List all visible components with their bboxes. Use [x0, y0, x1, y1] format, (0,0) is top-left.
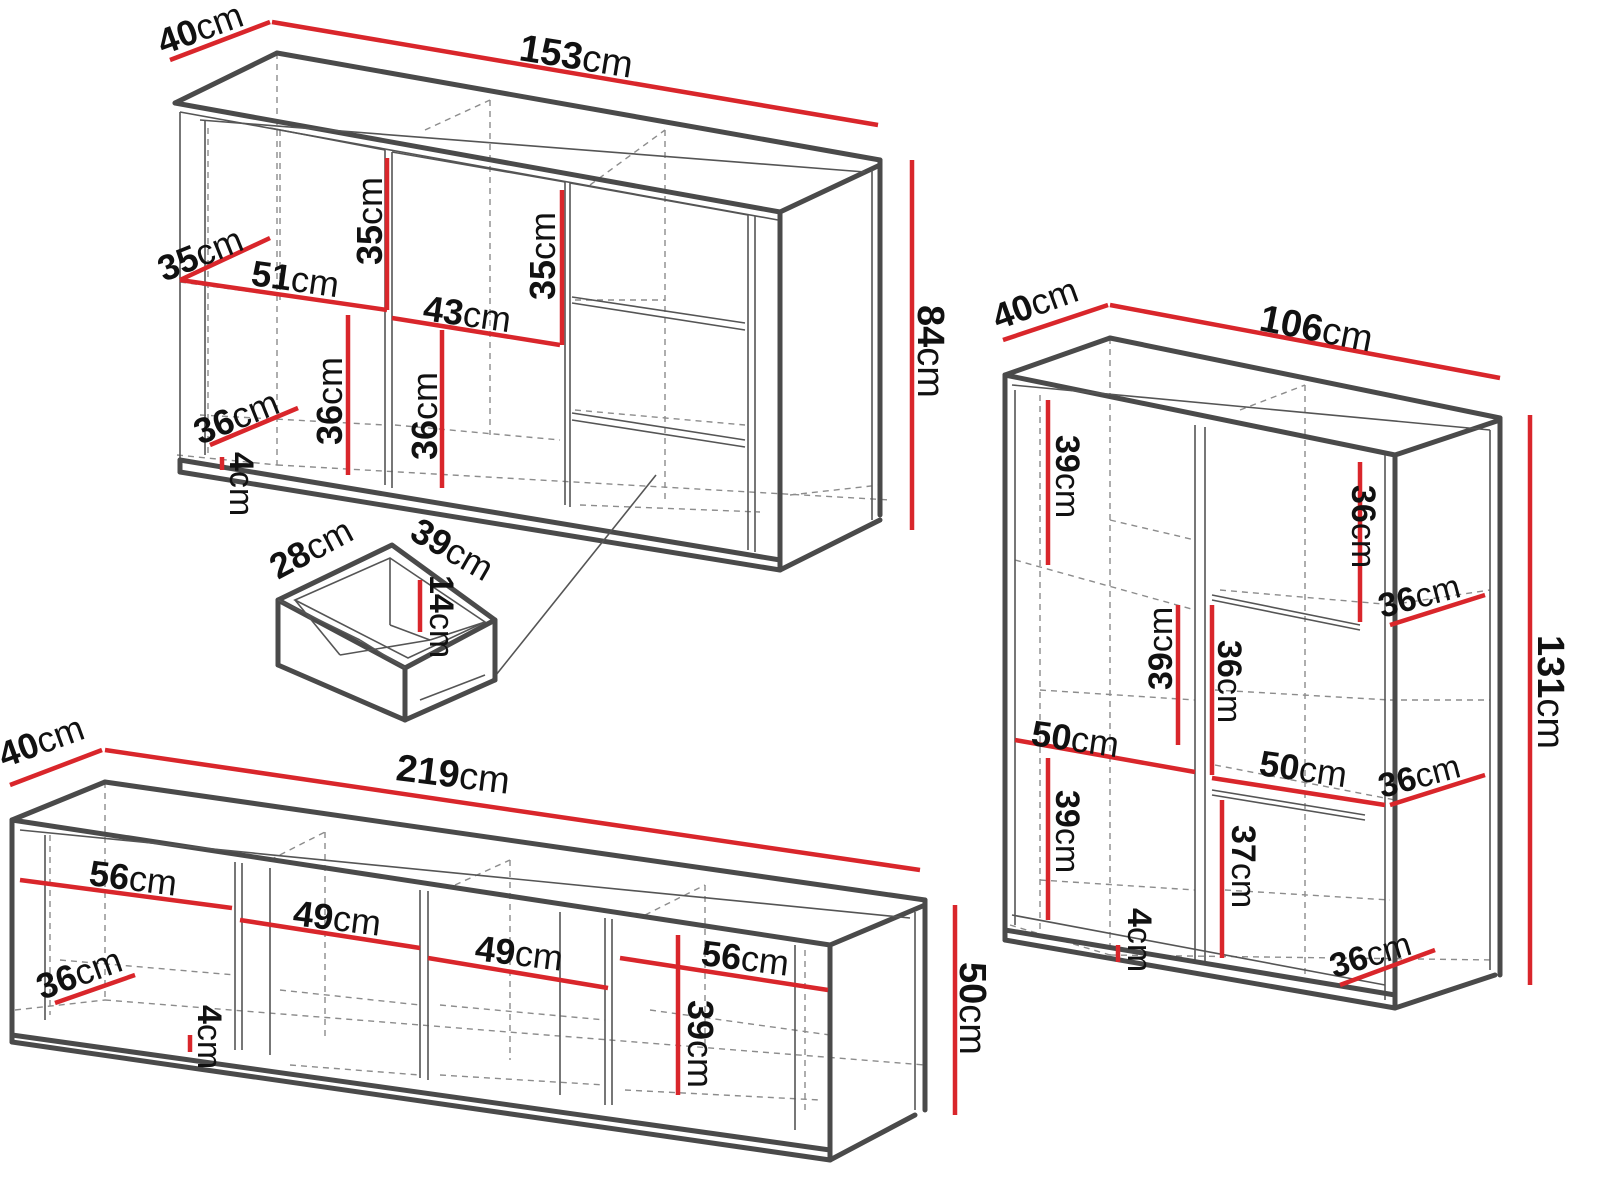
sideboard-height-label: 84cm [909, 305, 951, 398]
highboard: 40cm 106cm 131cm 39cm 39cm 39cm 50cm 50c… [987, 269, 1571, 1011]
highboard-dimension-lines [1002, 302, 1533, 988]
sideboard-base [177, 457, 883, 573]
highboard-right-mid-height-label: 36cm [1210, 640, 1248, 723]
tv-stand: 40cm 219cm 50cm 56cm 49cm 49cm 56cm 36cm… [0, 707, 993, 1163]
tv-stand-comp3-width-label: 49cm [473, 927, 565, 978]
highboard-left-bottom-height-label: 39cm [1048, 790, 1086, 873]
tv-stand-comp-height-label: 39cm [680, 1000, 721, 1088]
tv-stand-comp2-width-label: 49cm [291, 892, 383, 943]
tv-stand-height-label: 50cm [951, 962, 993, 1055]
drawer-detail: 28cm 39cm 14cm [263, 509, 501, 723]
highboard-panels [1011, 384, 1491, 1000]
highboard-plinth-label: 4cm [1120, 908, 1158, 972]
tv-stand-comp4-width-label: 56cm [699, 932, 791, 983]
highboard-left-width-label: 50cm [1029, 712, 1122, 765]
sideboard-width-label: 153cm [517, 27, 636, 86]
highboard-width-label: 106cm [1256, 298, 1376, 361]
tv-stand-plinth-label: 4cm [190, 1005, 228, 1069]
tv-stand-base [9, 1032, 918, 1163]
highboard-left-top-height-label: 39cm [1048, 435, 1086, 518]
highboard-right-top-height-label: 36cm [1344, 485, 1382, 568]
sideboard-lower-mid-height-label: 36cm [404, 372, 445, 460]
sideboard: 40cm 153cm 84cm 35cm 35cm 51cm 35cm 43cm… [152, 0, 951, 573]
tv-stand-dimension-lines [9, 747, 958, 1115]
tv-stand-comp1-width-label: 56cm [87, 852, 179, 903]
tv-stand-top [9, 779, 928, 1163]
sideboard-depth-label: 40cm [152, 0, 249, 63]
highboard-base [1002, 927, 1498, 1011]
drawer-inner [277, 557, 487, 701]
highboard-hidden-edges [1009, 338, 1496, 975]
sideboard-upper-mid-height-label: 35cm [522, 212, 563, 300]
highboard-right-width-label: 50cm [1257, 742, 1350, 795]
tv-stand-panels [19, 829, 916, 1130]
tv-stand-width-label: 219cm [394, 747, 512, 803]
sideboard-upper-left-width-label: 51cm [249, 252, 342, 305]
highboard-height-label: 131cm [1529, 635, 1571, 749]
drawer-leader-line [487, 474, 657, 686]
sideboard-top [172, 50, 883, 573]
sideboard-plinth-label: 4cm [222, 452, 260, 516]
highboard-top [1002, 335, 1503, 1011]
sideboard-lower-left-depth-label: 36cm [188, 381, 285, 452]
sideboard-top-edge [179, 111, 873, 552]
sideboard-upper-mid-width-label: 43cm [421, 287, 514, 340]
highboard-right-bottom-height-label: 37cm [1224, 825, 1262, 908]
tv-stand-hidden-edges [14, 782, 926, 1110]
highboard-right-bottom-depth-label: 36cm [1325, 925, 1416, 986]
highboard-left-mid-height-label: 39cm [1142, 607, 1180, 690]
tv-stand-depth-label: 40cm [0, 707, 89, 776]
sideboard-upper-left-height-label: 35cm [349, 177, 390, 265]
sideboard-lower-left-height-label: 36cm [309, 357, 350, 445]
sideboard-dimension-lines [169, 19, 915, 530]
sideboard-upper-left-depth-label: 35cm [152, 218, 249, 289]
drawer-height-label: 14cm [422, 575, 460, 658]
